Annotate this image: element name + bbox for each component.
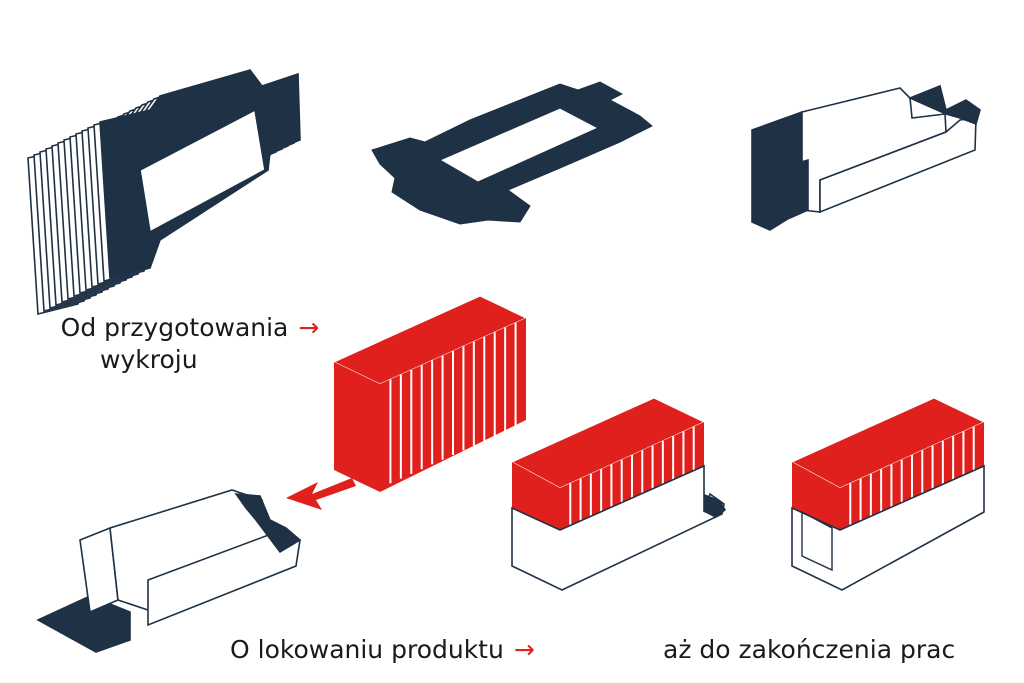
open-tray-empty — [36, 489, 302, 653]
caption-step-3-text: aż do zakończenia prac — [663, 635, 956, 664]
arrow-right-icon: → — [513, 635, 535, 664]
caption-step-2: O lokowaniu produktu → — [230, 634, 535, 666]
caption-step-1-line-1: Od przygotowania — [60, 313, 289, 342]
folded-tray — [751, 84, 981, 231]
arrow-right-icon: → — [298, 313, 320, 342]
red-arrow-icon — [286, 478, 356, 510]
caption-step-1: Od przygotowania → wykroju — [30, 312, 350, 376]
product-block — [332, 295, 528, 492]
caption-step-3: aż do zakończenia prac — [663, 634, 955, 666]
flat-blank — [371, 81, 653, 225]
caption-step-2-text: O lokowaniu produktu — [230, 635, 504, 664]
closed-tray-with-product — [790, 397, 986, 591]
stack-of-blanks — [27, 69, 301, 316]
tray-with-product — [510, 397, 726, 591]
caption-step-1-line-2: wykroju — [100, 345, 198, 374]
